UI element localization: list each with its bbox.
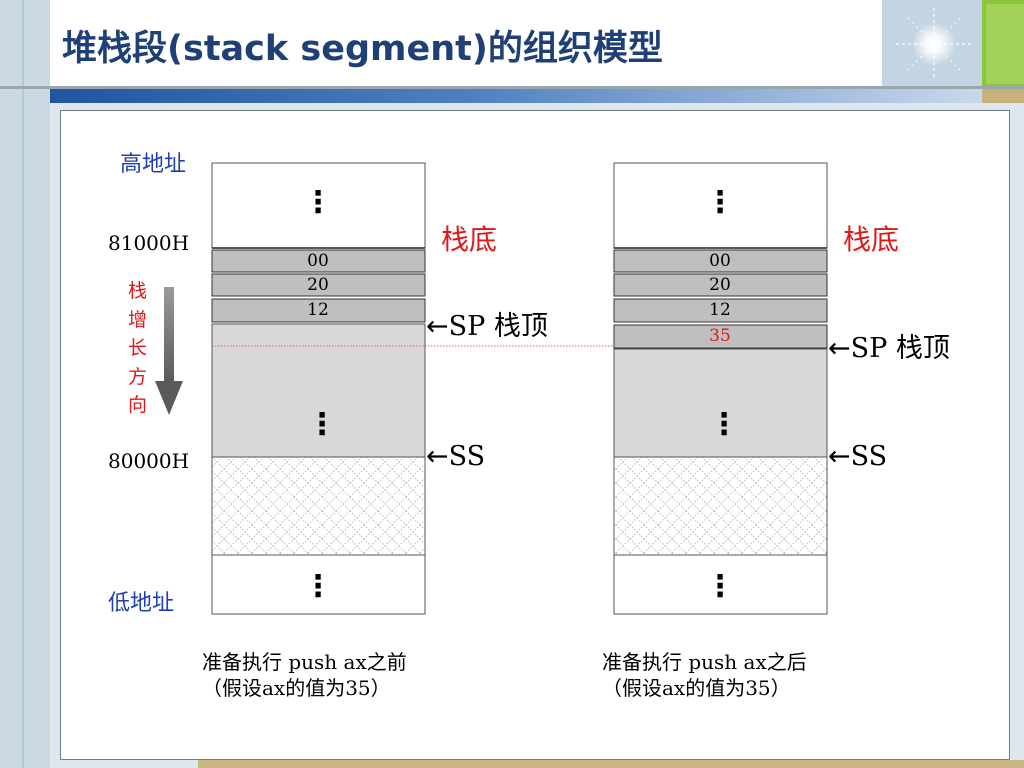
stack-cell-value: 12 [307,300,329,320]
slide-title: 堆栈段(stack segment)的组织模型 [62,29,663,69]
vertical-ellipsis-icon: ⋮ [705,569,735,604]
footer-gold-stripe [198,760,1024,768]
growth-direction-char: 栈 [128,280,148,302]
low-address-label: 低地址 [108,591,175,616]
growth-direction-char: 向 [128,394,148,416]
vertical-ellipsis-icon: ⋮ [705,185,735,220]
logo-box [882,0,982,86]
growth-direction-char: 增 [128,309,148,331]
stack-cell-value: 12 [709,300,731,320]
left-arrow-icon: ← [828,441,851,472]
vertical-ellipsis-icon: ⋮ [303,185,333,220]
stack-bottom-label: 栈底 [441,223,498,256]
slide-header [50,0,982,86]
left-arrow-icon: ← [426,441,449,472]
stack-cell-value: 00 [709,251,731,271]
caption-after: 准备执行 push ax之后 （假设ax的值为35） [602,650,807,700]
sp-pointer-label: ←SP 栈顶 [828,333,950,364]
green-corner-accent [982,0,1024,88]
address-80000h: 80000H [108,449,190,473]
header-blue-stripe [50,89,982,103]
header-divider [0,86,1024,89]
vertical-ellipsis-icon: ⋮ [709,407,739,442]
header-gold-stripe [982,89,1024,103]
growth-direction-char: 方 [128,366,148,388]
stack-cell-value: 00 [307,251,329,271]
high-address-label: 高地址 [120,152,187,177]
vertical-ellipsis-icon: ⋮ [307,407,337,442]
stack-cell-value: 20 [709,275,731,295]
pushed-value: 35 [709,326,731,346]
sparkle-star-icon [896,8,974,80]
caption-before: 准备执行 push ax之前 （假设ax的值为35） [202,650,407,700]
ss-pointer-label: ←SS [426,441,486,472]
stack-bottom-label: 栈底 [843,223,900,256]
ss-pointer-label: ←SS [828,441,888,472]
vertical-ellipsis-icon: ⋮ [303,569,333,604]
growth-direction-char: 长 [128,337,148,359]
address-81000h: 81000H [108,231,190,255]
sp-pointer-label: ←SP 栈顶 [426,311,548,342]
left-decor-band [0,0,50,768]
left-arrow-icon: ← [828,333,851,364]
stack-cell-value: 20 [307,275,329,295]
left-arrow-icon: ← [426,311,449,342]
